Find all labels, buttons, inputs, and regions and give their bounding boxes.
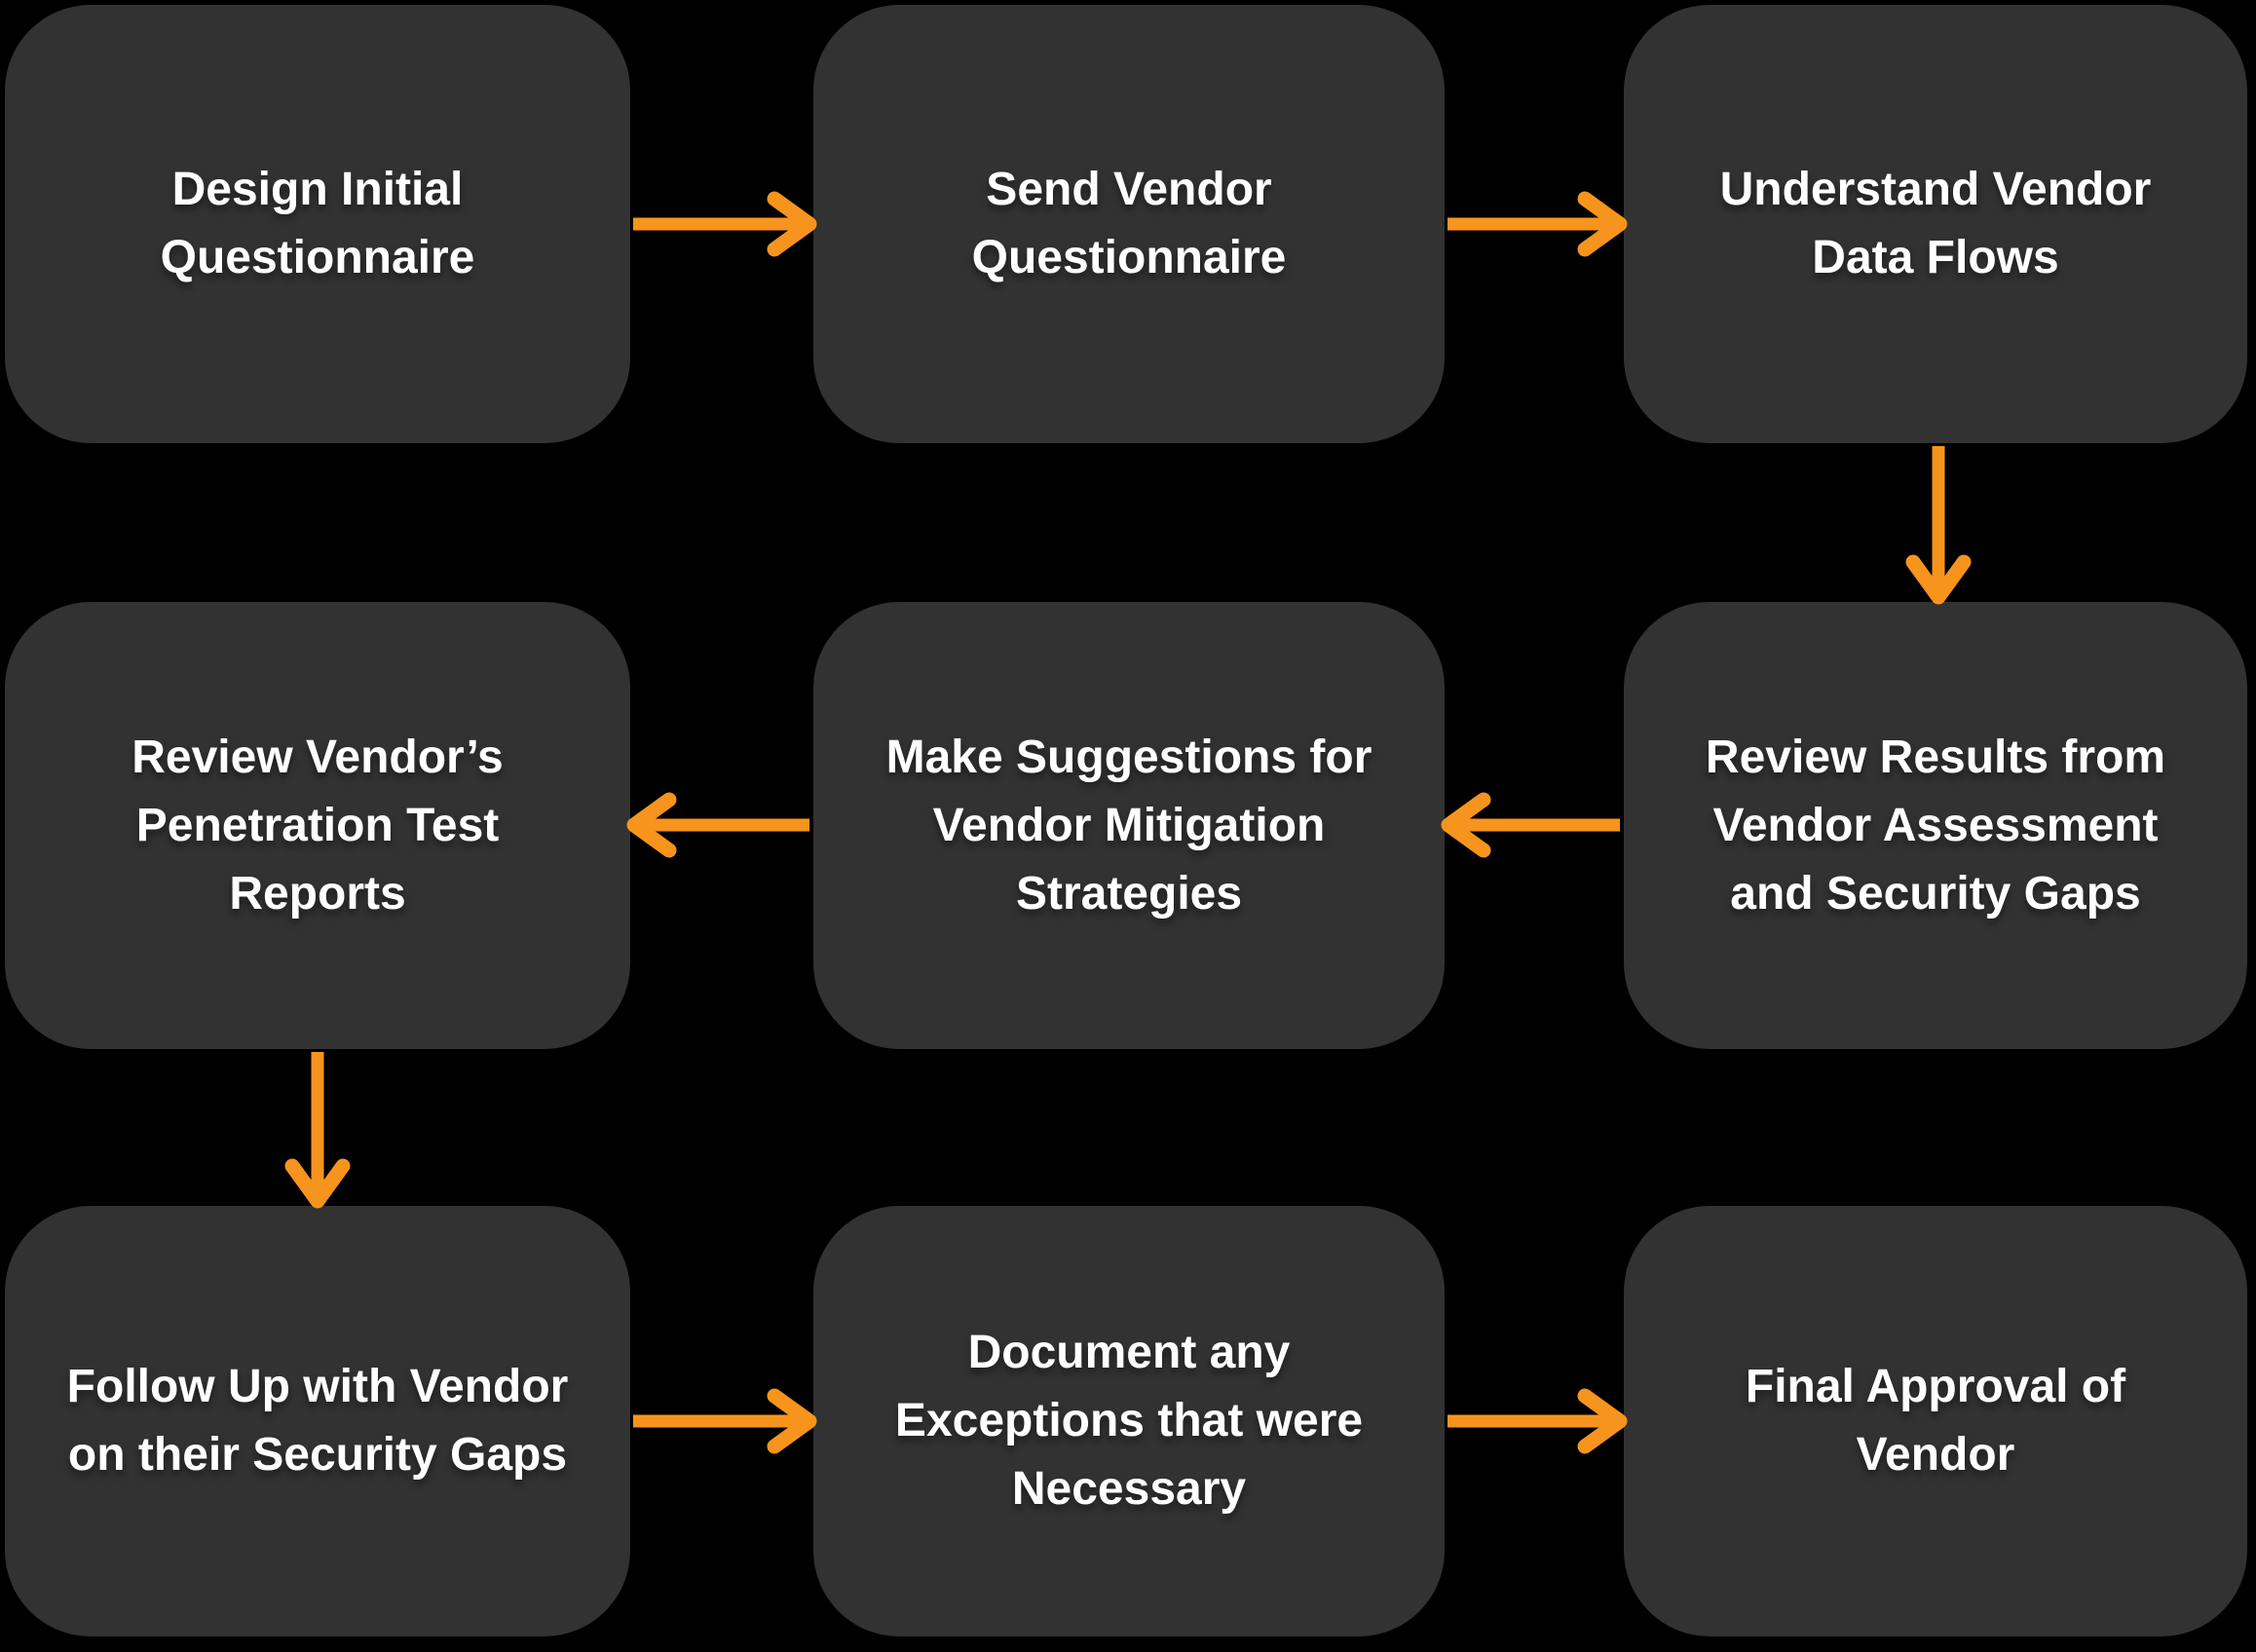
arrow-follow-up-to-document [633, 1388, 817, 1454]
arrow-review-results-to-make-suggestions [1441, 792, 1620, 858]
node-review-penetration-test-reports: Review Vendor’s Penetration Test Reports [5, 602, 630, 1049]
arrow-document-to-final-approval [1448, 1388, 1628, 1454]
node-understand-vendor-data-flows: Understand Vendor Data Flows [1624, 5, 2247, 443]
arrow-understand-down-to-review-results [1905, 446, 1972, 605]
node-document-exceptions: Document any Exceptions that were Necess… [813, 1206, 1445, 1636]
arrow-send-to-understand [1448, 191, 1628, 257]
node-send-vendor-questionnaire: Send Vendor Questionnaire [813, 5, 1445, 443]
node-design-initial-questionnaire: Design Initial Questionnaire [5, 5, 630, 443]
node-review-results-security-gaps: Review Results from Vendor Assessment an… [1624, 602, 2247, 1049]
node-final-approval-of-vendor: Final Approval of Vendor [1624, 1206, 2247, 1636]
arrow-design-to-send [633, 191, 817, 257]
node-follow-up-with-vendor: Follow Up with Vendor on their Security … [5, 1206, 630, 1636]
arrow-review-pentest-down-to-follow-up [284, 1052, 351, 1209]
node-make-suggestions-mitigation: Make Suggestions for Vendor Mitigation S… [813, 602, 1445, 1049]
arrow-make-suggestions-to-review-pentest [626, 792, 809, 858]
